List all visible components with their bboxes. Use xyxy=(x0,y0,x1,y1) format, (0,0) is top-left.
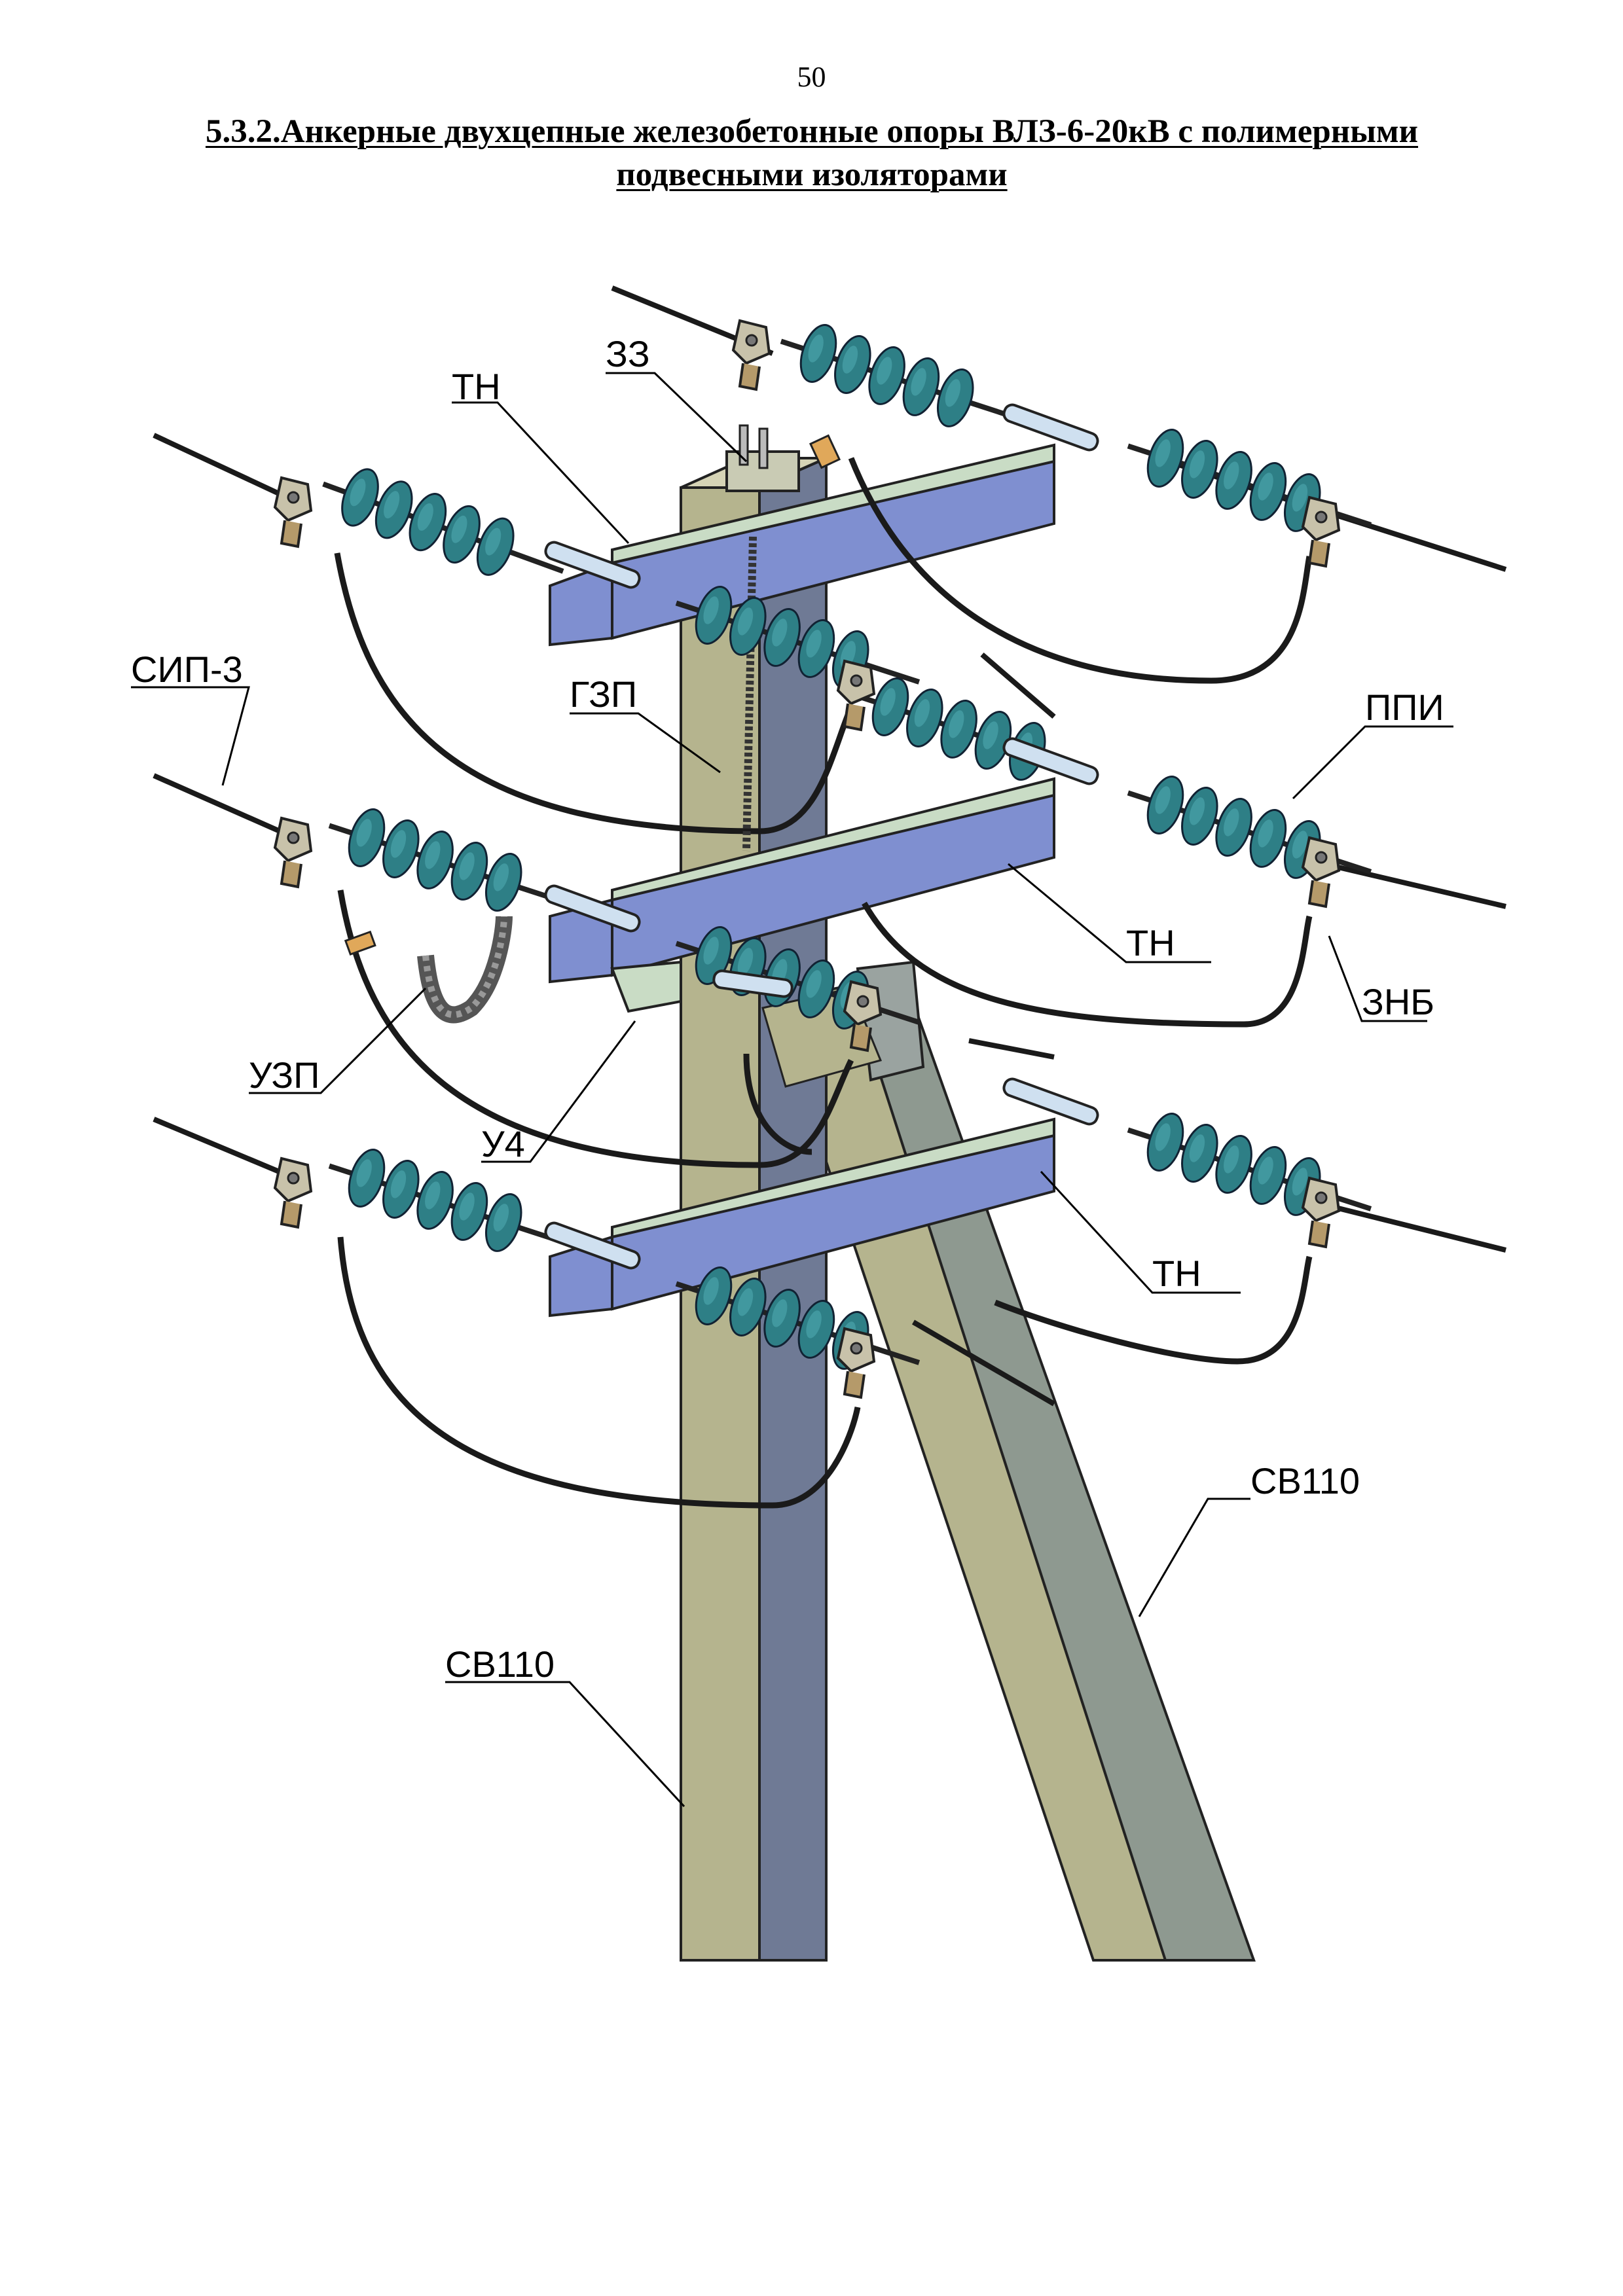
label-sip3: СИП-3 xyxy=(131,649,243,690)
insulator-string-mid-right xyxy=(1127,771,1372,884)
insulator-string-mid-left xyxy=(328,804,574,916)
brace-pole xyxy=(771,960,1256,1962)
insulator-string-top-center xyxy=(675,581,921,694)
label-tn-top: ТН xyxy=(452,366,501,407)
leader-lines xyxy=(131,372,1453,1808)
page-title: 5.3.2.Анкерные двухцепные железобетонные… xyxy=(131,110,1493,196)
title-line-2: подвесными изоляторами xyxy=(616,156,1008,193)
label-tn-mid: ТН xyxy=(1126,922,1175,963)
page-number: 50 xyxy=(797,61,826,93)
label-u4: У4 xyxy=(481,1123,525,1164)
uzp-loop xyxy=(344,916,513,1024)
turnbuckles xyxy=(544,403,1099,1270)
insulator-string-low-center xyxy=(675,1262,921,1374)
insulator-string-low-left xyxy=(328,1144,574,1257)
crossarm-low xyxy=(549,1117,1055,1318)
insulator-string-low-right xyxy=(1127,1108,1372,1221)
label-uzp: УЗП xyxy=(249,1054,319,1096)
label-znb: ЗНБ xyxy=(1362,981,1434,1022)
label-zz: ЗЗ xyxy=(606,333,650,374)
grounding-conductor xyxy=(742,536,757,852)
label-gzp: ГЗП xyxy=(570,673,637,715)
label-sv110-right: СВ110 xyxy=(1250,1460,1360,1501)
insulator-string-top-right xyxy=(1127,424,1372,537)
label-ppi: ППИ xyxy=(1365,687,1444,728)
label-tn-low: ТН xyxy=(1152,1253,1201,1294)
u4-bracket xyxy=(610,960,682,1013)
label-sv110-left: СВ110 xyxy=(445,1643,555,1685)
jumpers xyxy=(334,457,1313,1509)
insulator-string-top-center-right xyxy=(852,673,1097,785)
title-line-1: 5.3.2.Анкерные двухцепные железобетонные… xyxy=(205,113,1419,150)
top-fitting xyxy=(725,424,841,492)
insulator-string-top-right-upper xyxy=(780,319,1025,432)
insulator-string-top-left xyxy=(322,463,564,581)
